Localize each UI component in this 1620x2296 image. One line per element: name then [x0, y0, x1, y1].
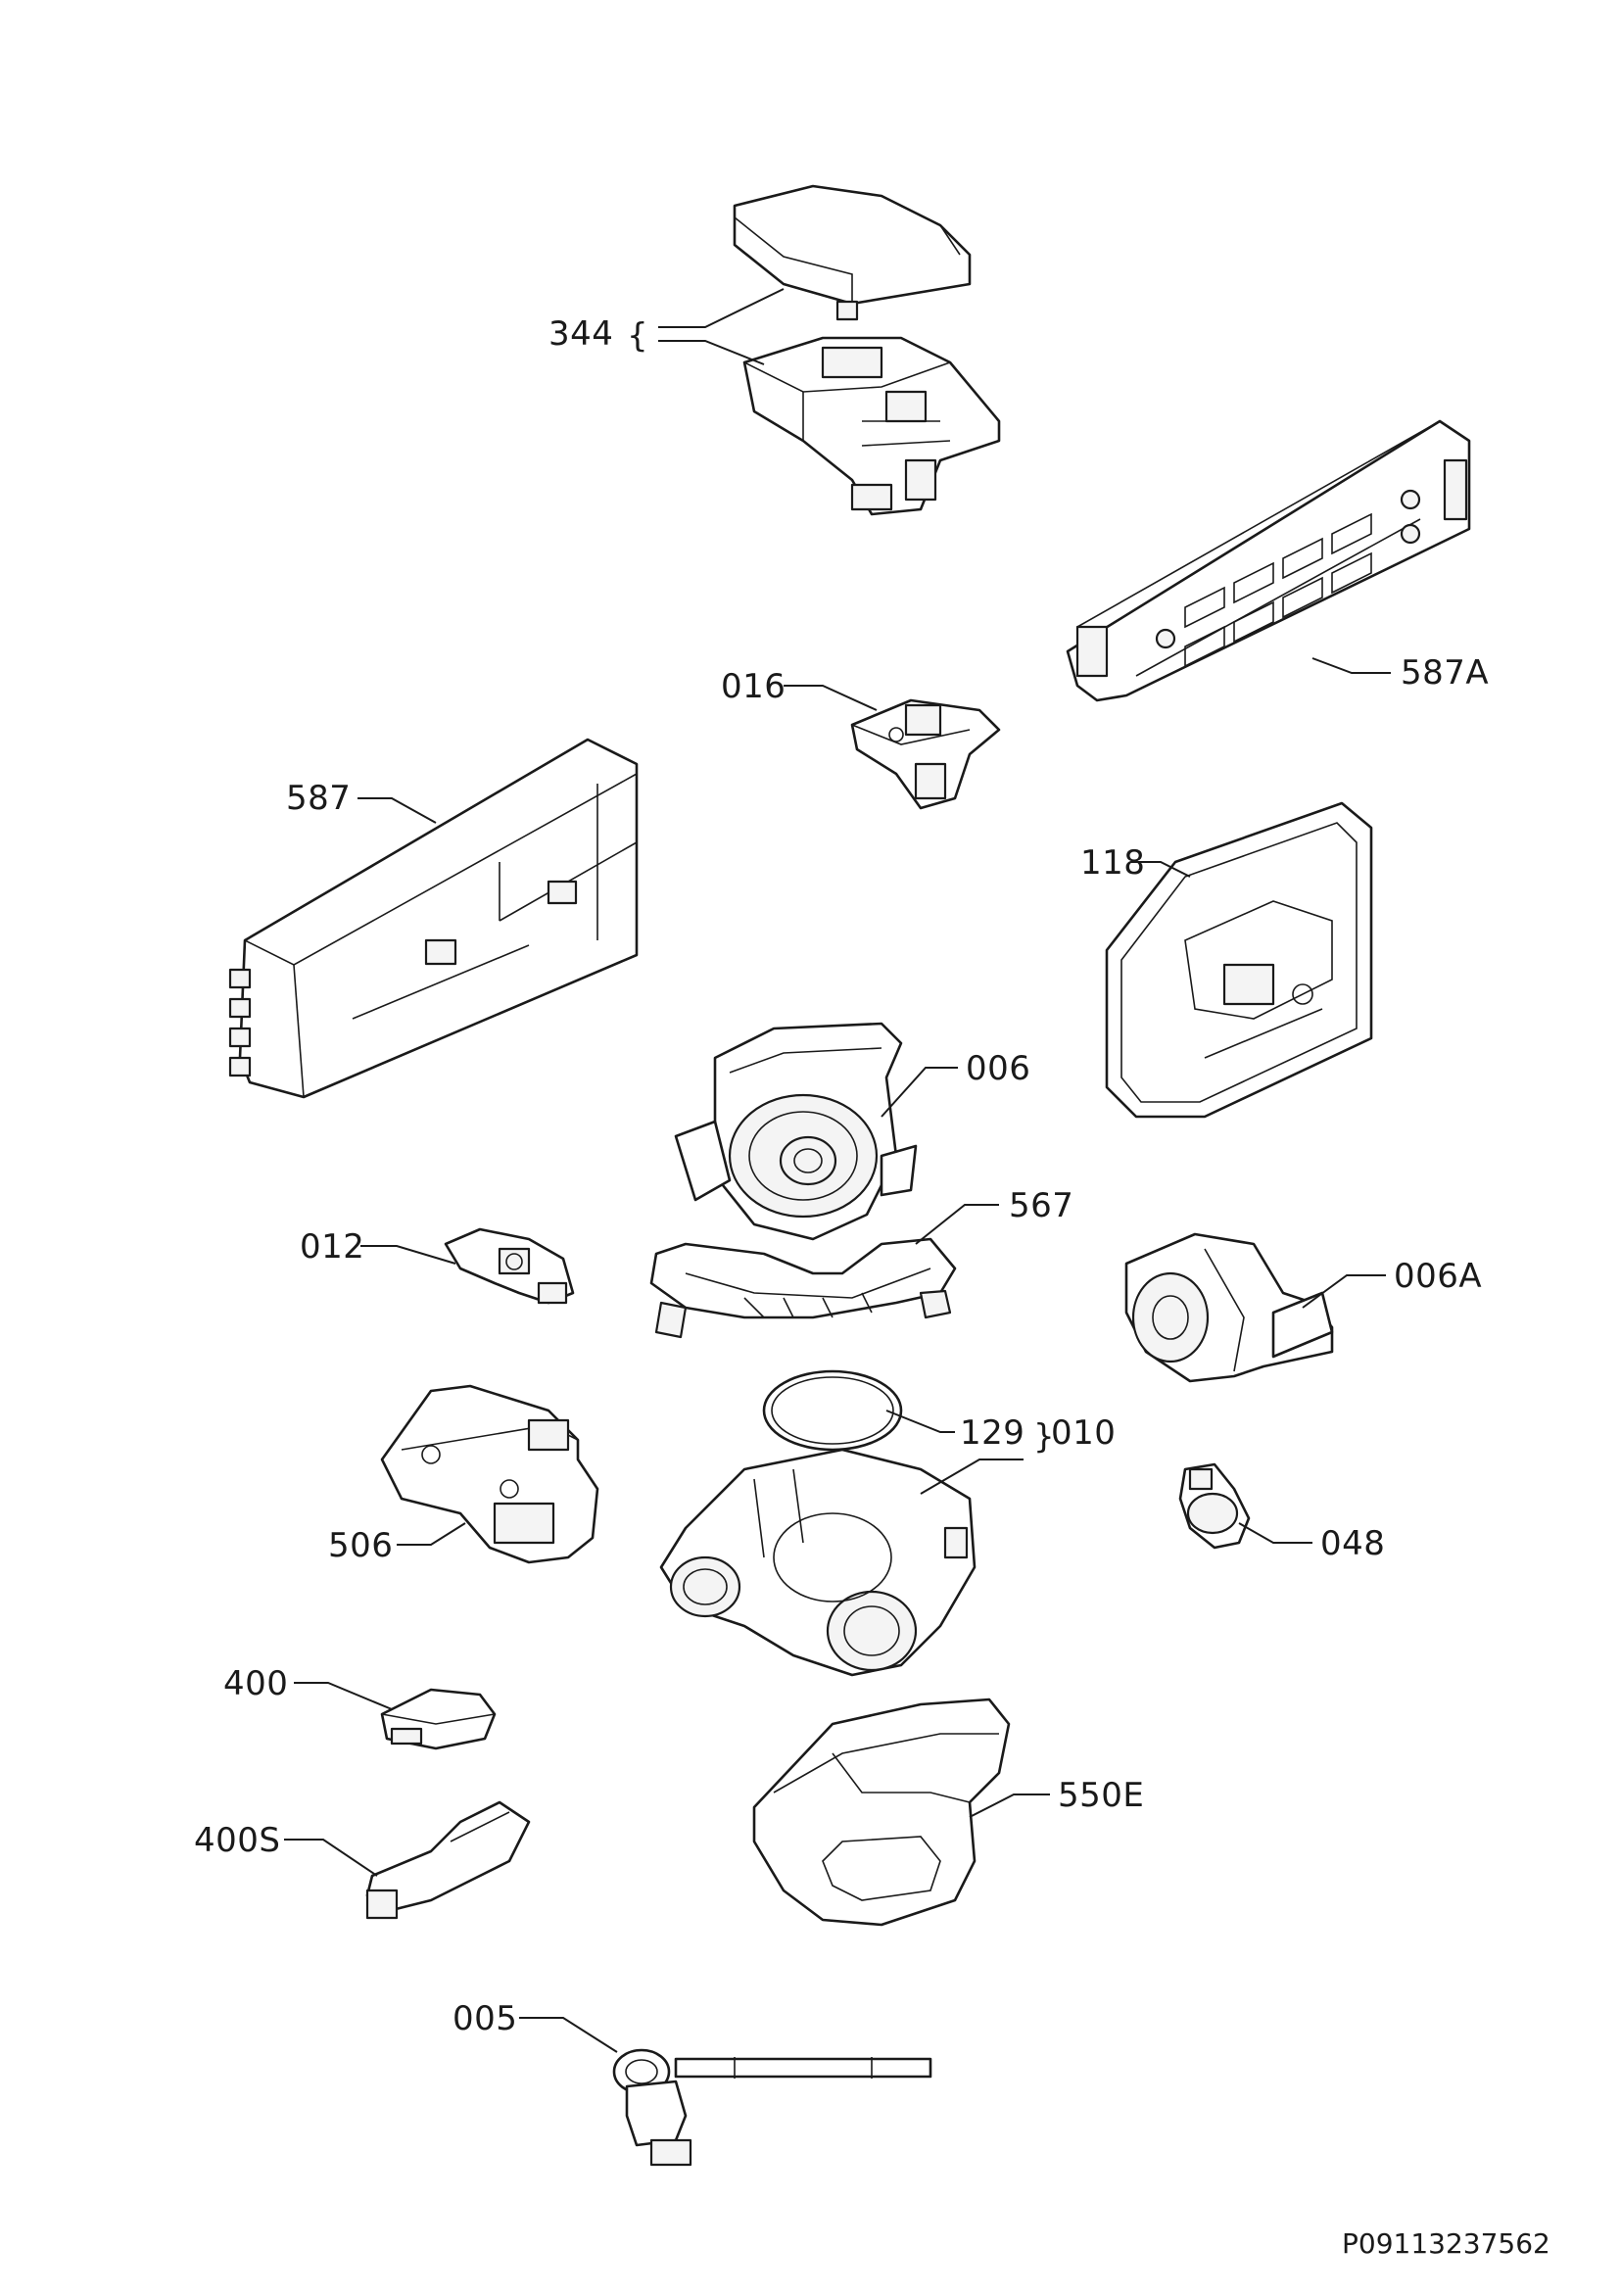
- leader-005: [519, 2017, 618, 2053]
- label-006: 006: [966, 1049, 1030, 1088]
- leader-129: [885, 1410, 955, 1433]
- leader-400S: [284, 1839, 378, 1877]
- label-587A: 587A: [1401, 653, 1489, 693]
- leader-587: [357, 797, 437, 824]
- part-587A: [1066, 419, 1471, 702]
- part-344-cover: [733, 184, 972, 321]
- label-006A: 006A: [1394, 1257, 1482, 1296]
- part-400S: [365, 1800, 531, 1920]
- part-006A: [1124, 1232, 1334, 1383]
- leader-344-b: [658, 340, 765, 365]
- leader-010: [920, 1459, 1024, 1495]
- leader-400: [294, 1682, 393, 1710]
- part-012: [444, 1227, 575, 1305]
- drawing-code: P09113237562: [1342, 2227, 1550, 2260]
- label-344: 344: [548, 314, 613, 354]
- label-344-brace: {: [627, 316, 648, 356]
- leader-006A: [1302, 1274, 1386, 1309]
- part-400: [380, 1688, 497, 1750]
- part-587: [228, 738, 639, 1099]
- part-506: [380, 1384, 599, 1564]
- part-005: [612, 2048, 932, 2167]
- part-344-board: [742, 336, 1001, 516]
- leader-048: [1238, 1522, 1312, 1544]
- label-010-brace: }: [1033, 1417, 1055, 1457]
- label-506: 506: [328, 1526, 393, 1565]
- leader-550E: [969, 1794, 1050, 1818]
- leader-118: [1131, 861, 1191, 878]
- leader-506: [397, 1522, 466, 1546]
- label-400S: 400S: [194, 1821, 280, 1860]
- label-129: 129: [960, 1413, 1024, 1453]
- leader-587A: [1311, 657, 1391, 674]
- part-048: [1178, 1462, 1251, 1550]
- leader-012: [360, 1245, 456, 1265]
- label-012: 012: [300, 1227, 364, 1267]
- label-400: 400: [223, 1664, 288, 1703]
- label-567: 567: [1009, 1186, 1073, 1225]
- label-005: 005: [453, 1999, 517, 2038]
- label-016: 016: [721, 667, 786, 706]
- label-587: 587: [286, 779, 351, 818]
- part-550E: [752, 1698, 1011, 1927]
- label-550E: 550E: [1058, 1776, 1144, 1815]
- part-129: [762, 1369, 903, 1452]
- label-048: 048: [1320, 1524, 1385, 1563]
- leader-006: [881, 1067, 958, 1118]
- part-010-pump-housing: [659, 1448, 977, 1677]
- label-010: 010: [1051, 1413, 1116, 1453]
- label-118: 118: [1080, 843, 1145, 883]
- leader-567: [915, 1204, 999, 1245]
- leader-016: [784, 685, 878, 711]
- part-006: [674, 1022, 918, 1241]
- part-567: [649, 1237, 957, 1339]
- leader-344-a: [658, 288, 785, 328]
- part-118: [1105, 801, 1373, 1119]
- part-016: [850, 698, 1001, 810]
